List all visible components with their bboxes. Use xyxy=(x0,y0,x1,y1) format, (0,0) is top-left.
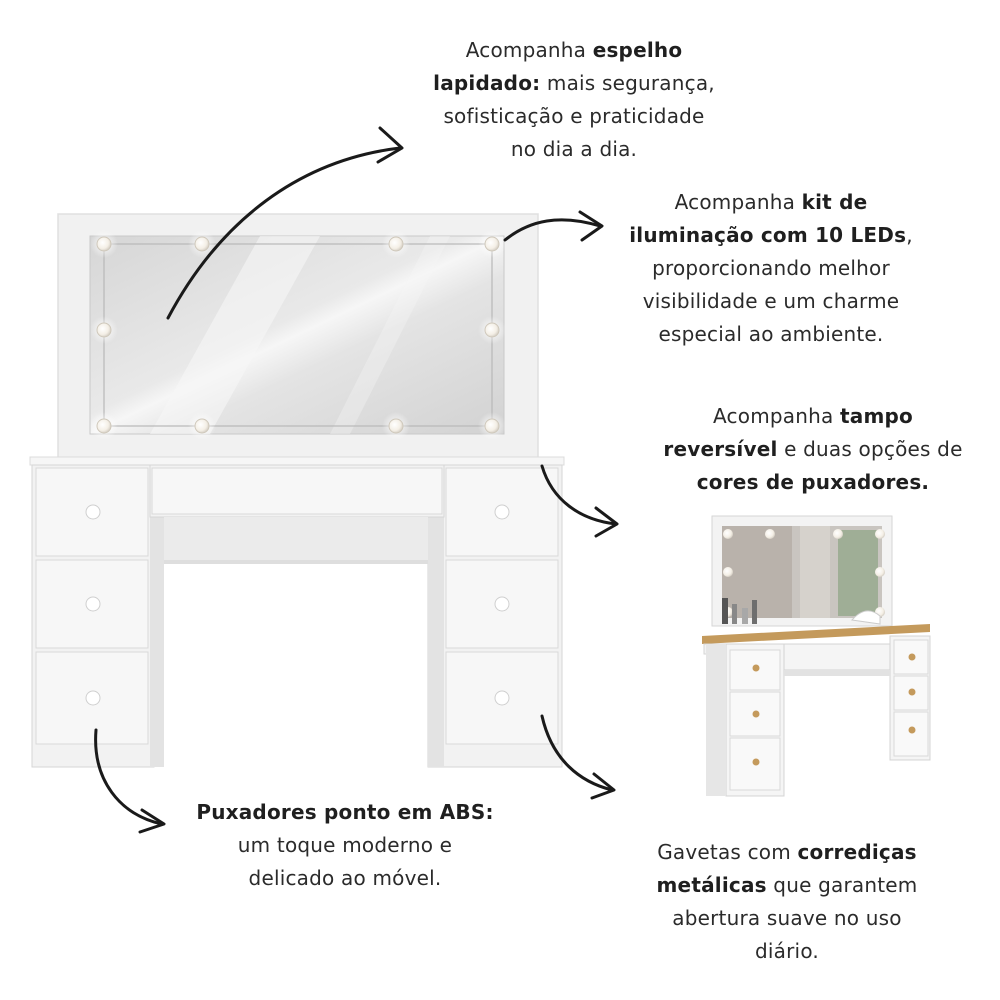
callout-handles-line1: Puxadores ponto em ABS: xyxy=(182,796,508,829)
text-segment: Acompanha xyxy=(674,190,802,214)
curved-arrow-icon xyxy=(166,126,404,320)
callout-mirror: Acompanha espelho lapidado: mais seguran… xyxy=(408,34,740,166)
callout-drawers: Gavetas com corrediças metálicas que gar… xyxy=(626,836,948,968)
mirror-panel xyxy=(57,213,539,459)
callout-handles: Puxadores ponto em ABS: um toque moderno… xyxy=(182,796,508,895)
text-segment: mais segurança, xyxy=(540,71,715,95)
text-segment: que garantem xyxy=(766,873,918,897)
callout-leds: Acompanha kit de iluminação com 10 LEDs,… xyxy=(606,186,936,351)
callout-mirror-line1: Acompanha espelho xyxy=(408,34,740,67)
callout-drawers-line4: diário. xyxy=(755,939,819,963)
text-segment: Gavetas com xyxy=(657,840,798,864)
curved-arrow-icon xyxy=(503,210,604,242)
text-segment: e duas opções de xyxy=(777,437,963,461)
text-bold: corrediças xyxy=(797,840,917,864)
text-bold: reversível xyxy=(663,437,778,461)
callout-leds-line1: Acompanha kit de xyxy=(606,186,936,219)
text-bold: tampo xyxy=(840,404,913,428)
callout-top-line2: reversível e duas opções de xyxy=(640,433,986,466)
text-segment: Acompanha xyxy=(713,404,840,428)
callout-mirror-line2: lapidado: mais segurança, xyxy=(408,67,740,100)
text-segment: , xyxy=(906,223,913,247)
callout-top-line1: Acompanha tampo xyxy=(640,400,986,433)
text-bold: metálicas xyxy=(656,873,767,897)
callout-top: Acompanha tampo reversível e duas opções… xyxy=(640,400,986,499)
callout-leds-line5: especial ao ambiente. xyxy=(658,322,884,346)
text-bold: cores de puxadores. xyxy=(696,470,930,494)
callout-leds-line3: proporcionando melhor xyxy=(652,256,890,280)
callout-leds-line2: iluminação com 10 LEDs, xyxy=(606,219,936,252)
curved-arrow-icon xyxy=(540,464,619,538)
text-bold: kit de xyxy=(801,190,868,214)
text-bold: lapidado: xyxy=(433,71,541,95)
callout-mirror-line3: sofisticação e praticidade xyxy=(443,104,705,128)
text-segment: Acompanha xyxy=(465,38,593,62)
vanity-variant-photo xyxy=(702,515,931,797)
callout-drawers-line3: abertura suave no uso xyxy=(672,906,902,930)
callout-top-line3: cores de puxadores. xyxy=(640,466,986,499)
text-bold: Puxadores ponto em ABS: xyxy=(196,800,494,824)
callout-handles-line3: delicado ao móvel. xyxy=(248,866,442,890)
table-top xyxy=(29,456,565,466)
led-bulbs xyxy=(90,230,506,440)
callout-leds-line4: visibilidade e um charme xyxy=(642,289,900,313)
callout-handles-line2: um toque moderno e xyxy=(237,833,453,857)
callout-drawers-line2: metálicas que garantem xyxy=(626,869,948,902)
callout-mirror-line4: no dia a dia. xyxy=(510,137,638,161)
text-bold: iluminação com 10 LEDs xyxy=(629,223,907,247)
callout-drawers-line1: Gavetas com corrediças xyxy=(626,836,948,869)
curved-arrow-icon xyxy=(540,714,616,800)
text-bold: espelho xyxy=(592,38,683,62)
curved-arrow-icon xyxy=(94,728,166,834)
vanity-body xyxy=(31,464,563,768)
